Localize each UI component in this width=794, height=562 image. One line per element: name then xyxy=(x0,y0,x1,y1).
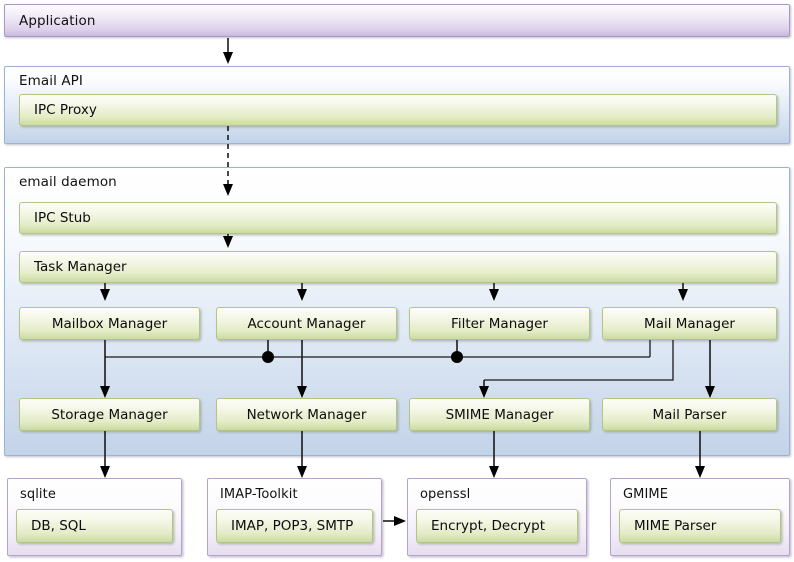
arrow-application-to-email-api xyxy=(223,38,233,64)
component-mailbox-manager[interactable]: Mailbox Manager xyxy=(19,307,200,340)
component-label: SMIME Manager xyxy=(445,406,554,423)
library-title: GMIME xyxy=(623,487,669,502)
component-label: Mail Parser xyxy=(652,406,727,423)
capability-label: Encrypt, Decrypt xyxy=(431,518,546,534)
component-label: Mail Manager xyxy=(644,315,735,332)
component-label: Storage Manager xyxy=(51,406,168,423)
email-daemon-title: email daemon xyxy=(19,174,117,190)
component-account-manager[interactable]: Account Manager xyxy=(216,307,397,340)
library-capability-imap-toolkit[interactable]: IMAP, POP3, SMTP xyxy=(216,509,373,543)
library-gmime[interactable]: GMIME MIME Parser xyxy=(610,478,790,556)
application-layer[interactable]: Application xyxy=(4,4,790,37)
component-ipc-stub[interactable]: IPC Stub xyxy=(19,202,777,234)
component-label: Network Manager xyxy=(246,406,367,423)
email-api-layer[interactable]: Email API IPC Proxy xyxy=(4,66,790,144)
library-title: openssl xyxy=(420,487,471,502)
component-mail-manager[interactable]: Mail Manager xyxy=(602,307,777,340)
library-title: IMAP-Toolkit xyxy=(220,487,298,502)
library-capability-gmime[interactable]: MIME Parser xyxy=(619,509,781,543)
library-capability-sqlite[interactable]: DB, SQL xyxy=(16,509,173,543)
capability-label: MIME Parser xyxy=(634,518,717,534)
component-label: Mailbox Manager xyxy=(51,315,168,332)
library-sqlite[interactable]: sqlite DB, SQL xyxy=(7,478,182,556)
component-label: Task Manager xyxy=(34,259,127,275)
component-network-manager[interactable]: Network Manager xyxy=(216,398,397,431)
component-smime-manager[interactable]: SMIME Manager xyxy=(409,398,590,431)
library-openssl[interactable]: openssl Encrypt, Decrypt xyxy=(407,478,587,556)
component-mail-parser[interactable]: Mail Parser xyxy=(602,398,777,431)
component-filter-manager[interactable]: Filter Manager xyxy=(409,307,590,340)
application-title: Application xyxy=(19,13,96,29)
component-task-manager[interactable]: Task Manager xyxy=(19,251,777,283)
component-label: Account Manager xyxy=(247,315,366,332)
arrow-imap-toolkit-to-openssl xyxy=(383,516,406,526)
capability-label: DB, SQL xyxy=(31,518,86,534)
email-api-title: Email API xyxy=(19,73,84,89)
library-imap-toolkit[interactable]: IMAP-Toolkit IMAP, POP3, SMTP xyxy=(207,478,382,556)
email-daemon-layer[interactable]: email daemon IPC Stub Task Manager Mailb… xyxy=(4,167,790,456)
component-ipc-proxy[interactable]: IPC Proxy xyxy=(19,94,777,126)
library-title: sqlite xyxy=(20,487,56,502)
capability-label: IMAP, POP3, SMTP xyxy=(231,518,354,534)
component-storage-manager[interactable]: Storage Manager xyxy=(19,398,200,431)
component-label: IPC Stub xyxy=(34,210,91,226)
component-label: Filter Manager xyxy=(451,315,548,332)
library-capability-openssl[interactable]: Encrypt, Decrypt xyxy=(416,509,578,543)
component-label: IPC Proxy xyxy=(34,102,97,118)
